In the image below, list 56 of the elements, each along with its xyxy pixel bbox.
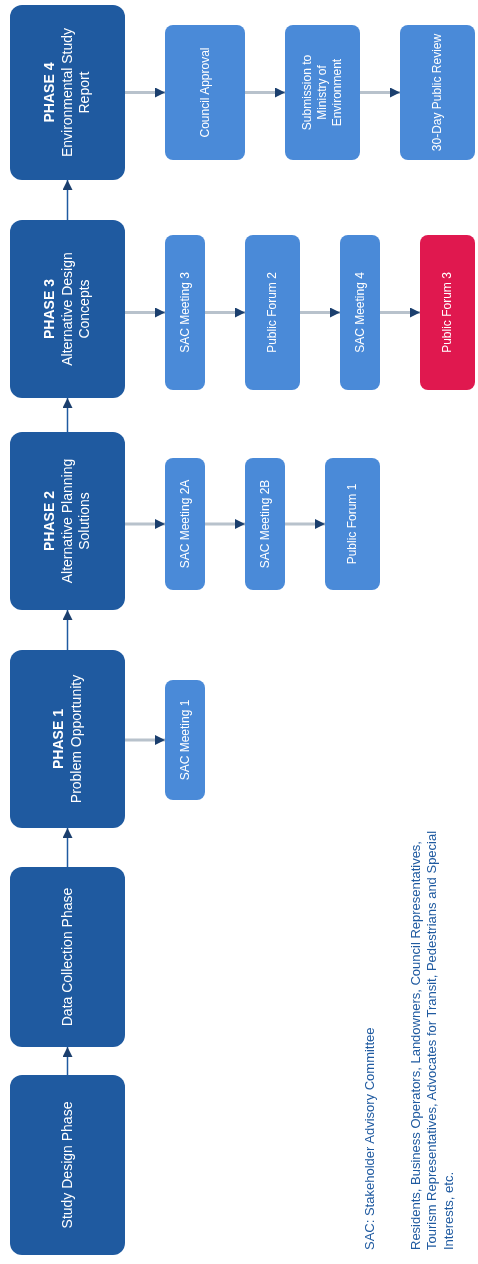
- box-label: Alternative Planning Solutions: [58, 457, 94, 586]
- box-label: Data Collection Phase: [58, 887, 76, 1027]
- phase-heading: PHASE 2: [41, 491, 59, 551]
- step-box: [400, 25, 475, 160]
- box-label: Environmental Study Report: [58, 26, 94, 160]
- box-label: SAC Meeting 2B: [257, 479, 273, 569]
- phase-box: [10, 1075, 125, 1255]
- step-box: [165, 680, 205, 800]
- arrow: [300, 307, 340, 318]
- arrow: [125, 735, 165, 745]
- box-label: SAC Meeting 4: [352, 272, 368, 353]
- arrow: [125, 519, 165, 529]
- arrow: [62, 827, 73, 868]
- arrow: [62, 609, 73, 651]
- phase-box: [10, 5, 125, 180]
- phase-box: [10, 867, 125, 1047]
- step-box: [285, 25, 360, 160]
- note-heading: SAC: Stakeholder Advisory Committee: [362, 1026, 378, 1250]
- step-box: [165, 25, 245, 160]
- phase-box: [10, 220, 125, 398]
- step-box: [325, 458, 380, 590]
- note-text: Residents, Business Operators, Landowners, Council Representatives, Tourism Representatives, Advocates for Transit, Pedestrians and Special Interests, etc.: [408, 830, 457, 1250]
- box-label: Submission to Ministry of Environment: [300, 53, 345, 133]
- arrow: [125, 307, 165, 318]
- arrow: [380, 307, 420, 318]
- box-label: SAC Meeting 1: [177, 699, 193, 781]
- arrow: [245, 87, 285, 98]
- step-box: [420, 235, 475, 390]
- box-label: SAC Meeting 3: [177, 272, 193, 353]
- box-label: Public Forum 2: [265, 272, 280, 353]
- arrow: [285, 519, 325, 529]
- step-box: [245, 458, 285, 590]
- box-label: SAC Meeting 2A: [177, 479, 193, 569]
- step-box: [165, 458, 205, 590]
- phase-box: [10, 650, 125, 828]
- box-label: Study Design Phase: [58, 1101, 76, 1229]
- box-label: Problem Opportunity: [67, 674, 85, 804]
- phase-box: [10, 432, 125, 610]
- step-box: [340, 235, 380, 390]
- arrow: [205, 519, 245, 529]
- arrow: [360, 87, 400, 98]
- box-label: Alternative Design Concepts: [58, 251, 94, 368]
- phase-heading: PHASE 1: [50, 709, 67, 769]
- box-label: Public Forum 1: [345, 483, 360, 565]
- step-box: [245, 235, 300, 390]
- box-label: 30-Day Public Review: [430, 33, 445, 152]
- arrow: [62, 397, 73, 433]
- arrow: [62, 179, 73, 221]
- arrow: [125, 87, 165, 98]
- phase-heading: PHASE 3: [41, 279, 59, 339]
- phase-heading: PHASE 4: [41, 62, 59, 123]
- box-label: Public Forum 3: [440, 272, 455, 353]
- step-box: [165, 235, 205, 390]
- arrow: [62, 1046, 73, 1076]
- box-label: Council Approval: [197, 47, 213, 138]
- arrow: [205, 307, 245, 318]
